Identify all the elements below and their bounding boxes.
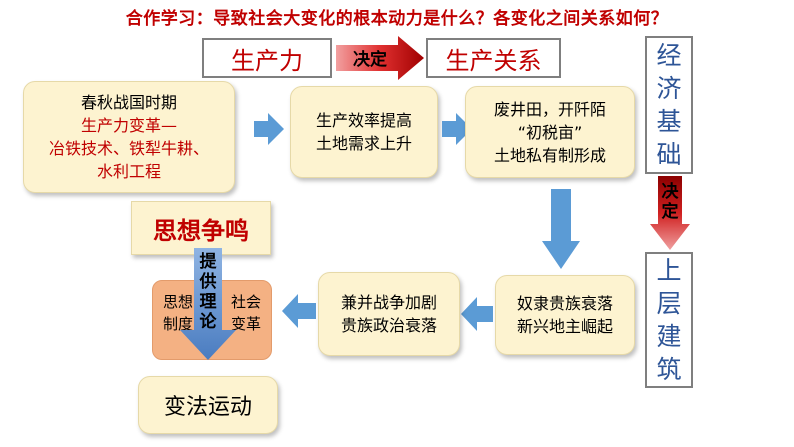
- land-reform-box: 废井田，开阡陌 “初税亩” 土地私有制形成: [465, 86, 635, 178]
- spring-autumn-line: 冶铁技术、铁犁牛耕、: [48, 139, 209, 158]
- provide-theory-char: 供: [199, 272, 217, 292]
- page-title: 合作学习：导致社会大变化的根本动力是什么？各变化之间关系如何？: [125, 9, 669, 29]
- provide-theory-arrow: [180, 248, 236, 360]
- decides-char: 定: [661, 202, 679, 222]
- arrow-right-1: [254, 113, 284, 145]
- relations-of-production-label: 生产关系: [445, 46, 542, 75]
- slave-aristocracy-box: 奴隶贵族衰落 新兴地主崛起: [495, 275, 635, 355]
- reform-movement-box: 变法运动: [138, 376, 278, 434]
- war-line: 兼并战争加剧: [340, 293, 437, 312]
- slave-aristocracy-line: 奴隶贵族衰落: [516, 294, 613, 313]
- hundred-schools-label: 思想争鸣: [153, 216, 249, 245]
- land-reform-line: 土地私有制形成: [493, 145, 606, 165]
- provide-theory-char: 理: [199, 292, 217, 312]
- spring-autumn-line: 水利工程: [96, 162, 161, 181]
- productive-forces-label: 生产力: [231, 46, 303, 75]
- slave-aristocracy-line: 新兴地主崛起: [516, 317, 613, 336]
- efficiency-line: 土地需求上升: [315, 134, 412, 153]
- efficiency-box: 生产效率提高 土地需求上升: [290, 86, 438, 178]
- war-line: 贵族政治衰落: [340, 316, 437, 335]
- thought-change-text: 变革: [231, 315, 262, 333]
- reform-movement-label: 变法运动: [163, 395, 252, 420]
- arrow-left-1: [461, 297, 493, 331]
- arrow-left-2: [282, 294, 316, 328]
- thought-change-text: 制度: [163, 315, 194, 333]
- relations-of-production-box: 生产关系: [426, 38, 561, 78]
- spring-autumn-box: 春秋战国时期 生产力变革— 冶铁技术、铁犁牛耕、 水利工程: [23, 81, 235, 193]
- arrow-right-2: [442, 113, 472, 145]
- land-reform-line: 废井田，开阡陌: [493, 99, 606, 119]
- decides-char: 决: [661, 182, 679, 202]
- land-reform-line: “初税亩”: [517, 122, 583, 142]
- superstructure-box: 上 层 建 筑: [645, 252, 693, 388]
- thought-change-text: 社会: [231, 293, 262, 311]
- economic-base-char: 础: [656, 140, 682, 169]
- spring-autumn-line: 春秋战国时期: [80, 93, 177, 112]
- provide-theory-char: 论: [199, 312, 217, 332]
- arrow-down: [542, 189, 580, 269]
- superstructure-char: 上: [656, 256, 682, 285]
- efficiency-line: 生产效率提高: [315, 111, 412, 130]
- decides-label-top: 决定: [353, 50, 387, 70]
- decides-arrow-down: [650, 176, 690, 250]
- decides-label-vertical: 决 定: [658, 182, 682, 222]
- productive-forces-box: 生产力: [202, 38, 332, 78]
- provide-theory-label: 提 供 理 论: [196, 252, 220, 332]
- superstructure-char: 建: [656, 322, 682, 351]
- thought-change-text: 思想: [163, 293, 194, 311]
- hundred-schools-box: 思想争鸣: [131, 201, 271, 255]
- war-box: 兼并战争加剧 贵族政治衰落: [318, 272, 460, 356]
- decides-arrow-right: [336, 36, 424, 80]
- provide-theory-char: 提: [199, 252, 217, 272]
- economic-base-char: 经: [656, 41, 682, 70]
- economic-base-box: 经 济 基 础: [645, 36, 693, 174]
- economic-base-char: 济: [656, 74, 682, 103]
- superstructure-char: 层: [656, 289, 682, 318]
- economic-base-char: 基: [656, 107, 682, 136]
- spring-autumn-line: 生产力变革—: [80, 116, 177, 135]
- superstructure-char: 筑: [656, 355, 682, 384]
